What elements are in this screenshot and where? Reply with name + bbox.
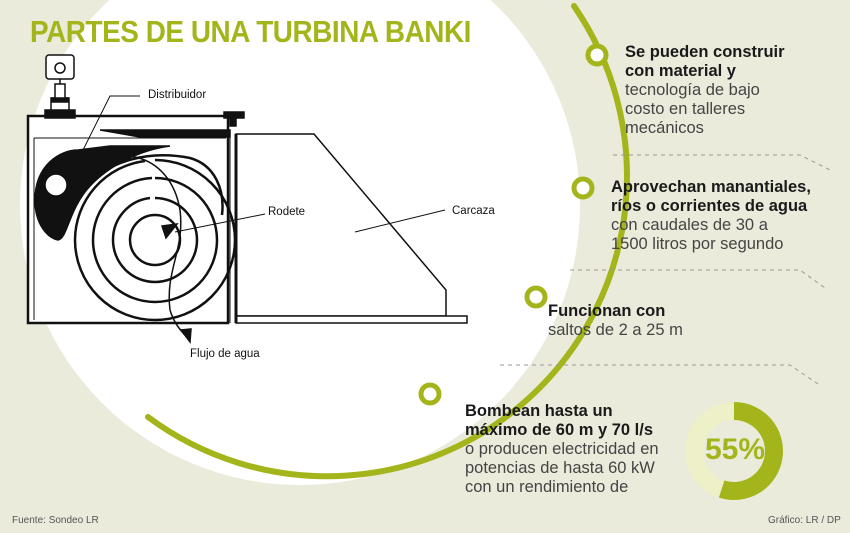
page-title: PARTES DE UNA TURBINA BANKI	[30, 14, 471, 49]
fact-3-line-1: Funcionan con	[548, 302, 666, 320]
turbine-drawing	[26, 54, 468, 345]
timeline-dot-4	[418, 382, 442, 406]
timeline-dot-3	[524, 285, 548, 309]
fact-1-line-4: costo en talleres	[625, 100, 746, 118]
fact-2-line-2: ríos o corrientes de agua	[611, 197, 808, 215]
label-carcaza: Carcaza	[452, 205, 495, 217]
timeline-arc	[145, 3, 630, 480]
base-plate	[235, 315, 468, 324]
fact-4-line-4: potencias de hasta 60 kW	[465, 459, 655, 477]
timeline-dot-1	[585, 43, 609, 67]
fact-4-line-5: con un rendimiento de	[465, 478, 629, 496]
label-flujo: Flujo de agua	[190, 348, 260, 360]
fact-4: Bombean hasta un máximo de 60 m y 70 l/s…	[465, 402, 659, 497]
label-distribuidor: Distribuidor	[148, 89, 207, 101]
fact-1-line-5: mecánicos	[625, 119, 704, 137]
fact-3-line-2: saltos de 2 a 25 m	[548, 321, 683, 339]
fact-3: Funcionan con saltos de 2 a 25 m	[548, 302, 683, 340]
fact-1-line-3: tecnología de bajo	[625, 81, 760, 99]
dashed-separators	[500, 154, 831, 385]
fact-1-line-1: Se pueden construir	[625, 43, 785, 61]
fact-4-line-2: máximo de 60 m y 70 l/s	[465, 421, 654, 439]
efficiency-donut	[685, 402, 783, 500]
donut-value-arc	[718, 402, 783, 500]
flujo-path	[74, 155, 182, 311]
fact-1: Se pueden construir con material y tecno…	[625, 43, 785, 138]
efficiency-percent: 55%	[704, 433, 766, 466]
label-rodete: Rodete	[268, 206, 306, 218]
fact-4-line-3: o producen electricidad en	[465, 440, 659, 458]
fact-2: Aprovechan manantiales, ríos o corriente…	[611, 178, 811, 254]
fact-2-line-3: con caudales de 30 a	[611, 216, 768, 234]
fact-2-line-1: Aprovechan manantiales,	[611, 178, 811, 196]
timeline-dot-2	[571, 176, 595, 200]
footer-credit: Gráfico: LR / DP	[768, 515, 841, 526]
fact-4-line-1: Bombean hasta un	[465, 402, 613, 420]
distribuidor-shape	[34, 145, 171, 241]
fact-2-line-4: 1500 litros por segundo	[611, 235, 784, 253]
leader-lines	[72, 95, 446, 233]
fact-1-line-2: con material y	[625, 62, 736, 80]
footer-source: Fuente: Sondeo LR	[12, 515, 99, 526]
